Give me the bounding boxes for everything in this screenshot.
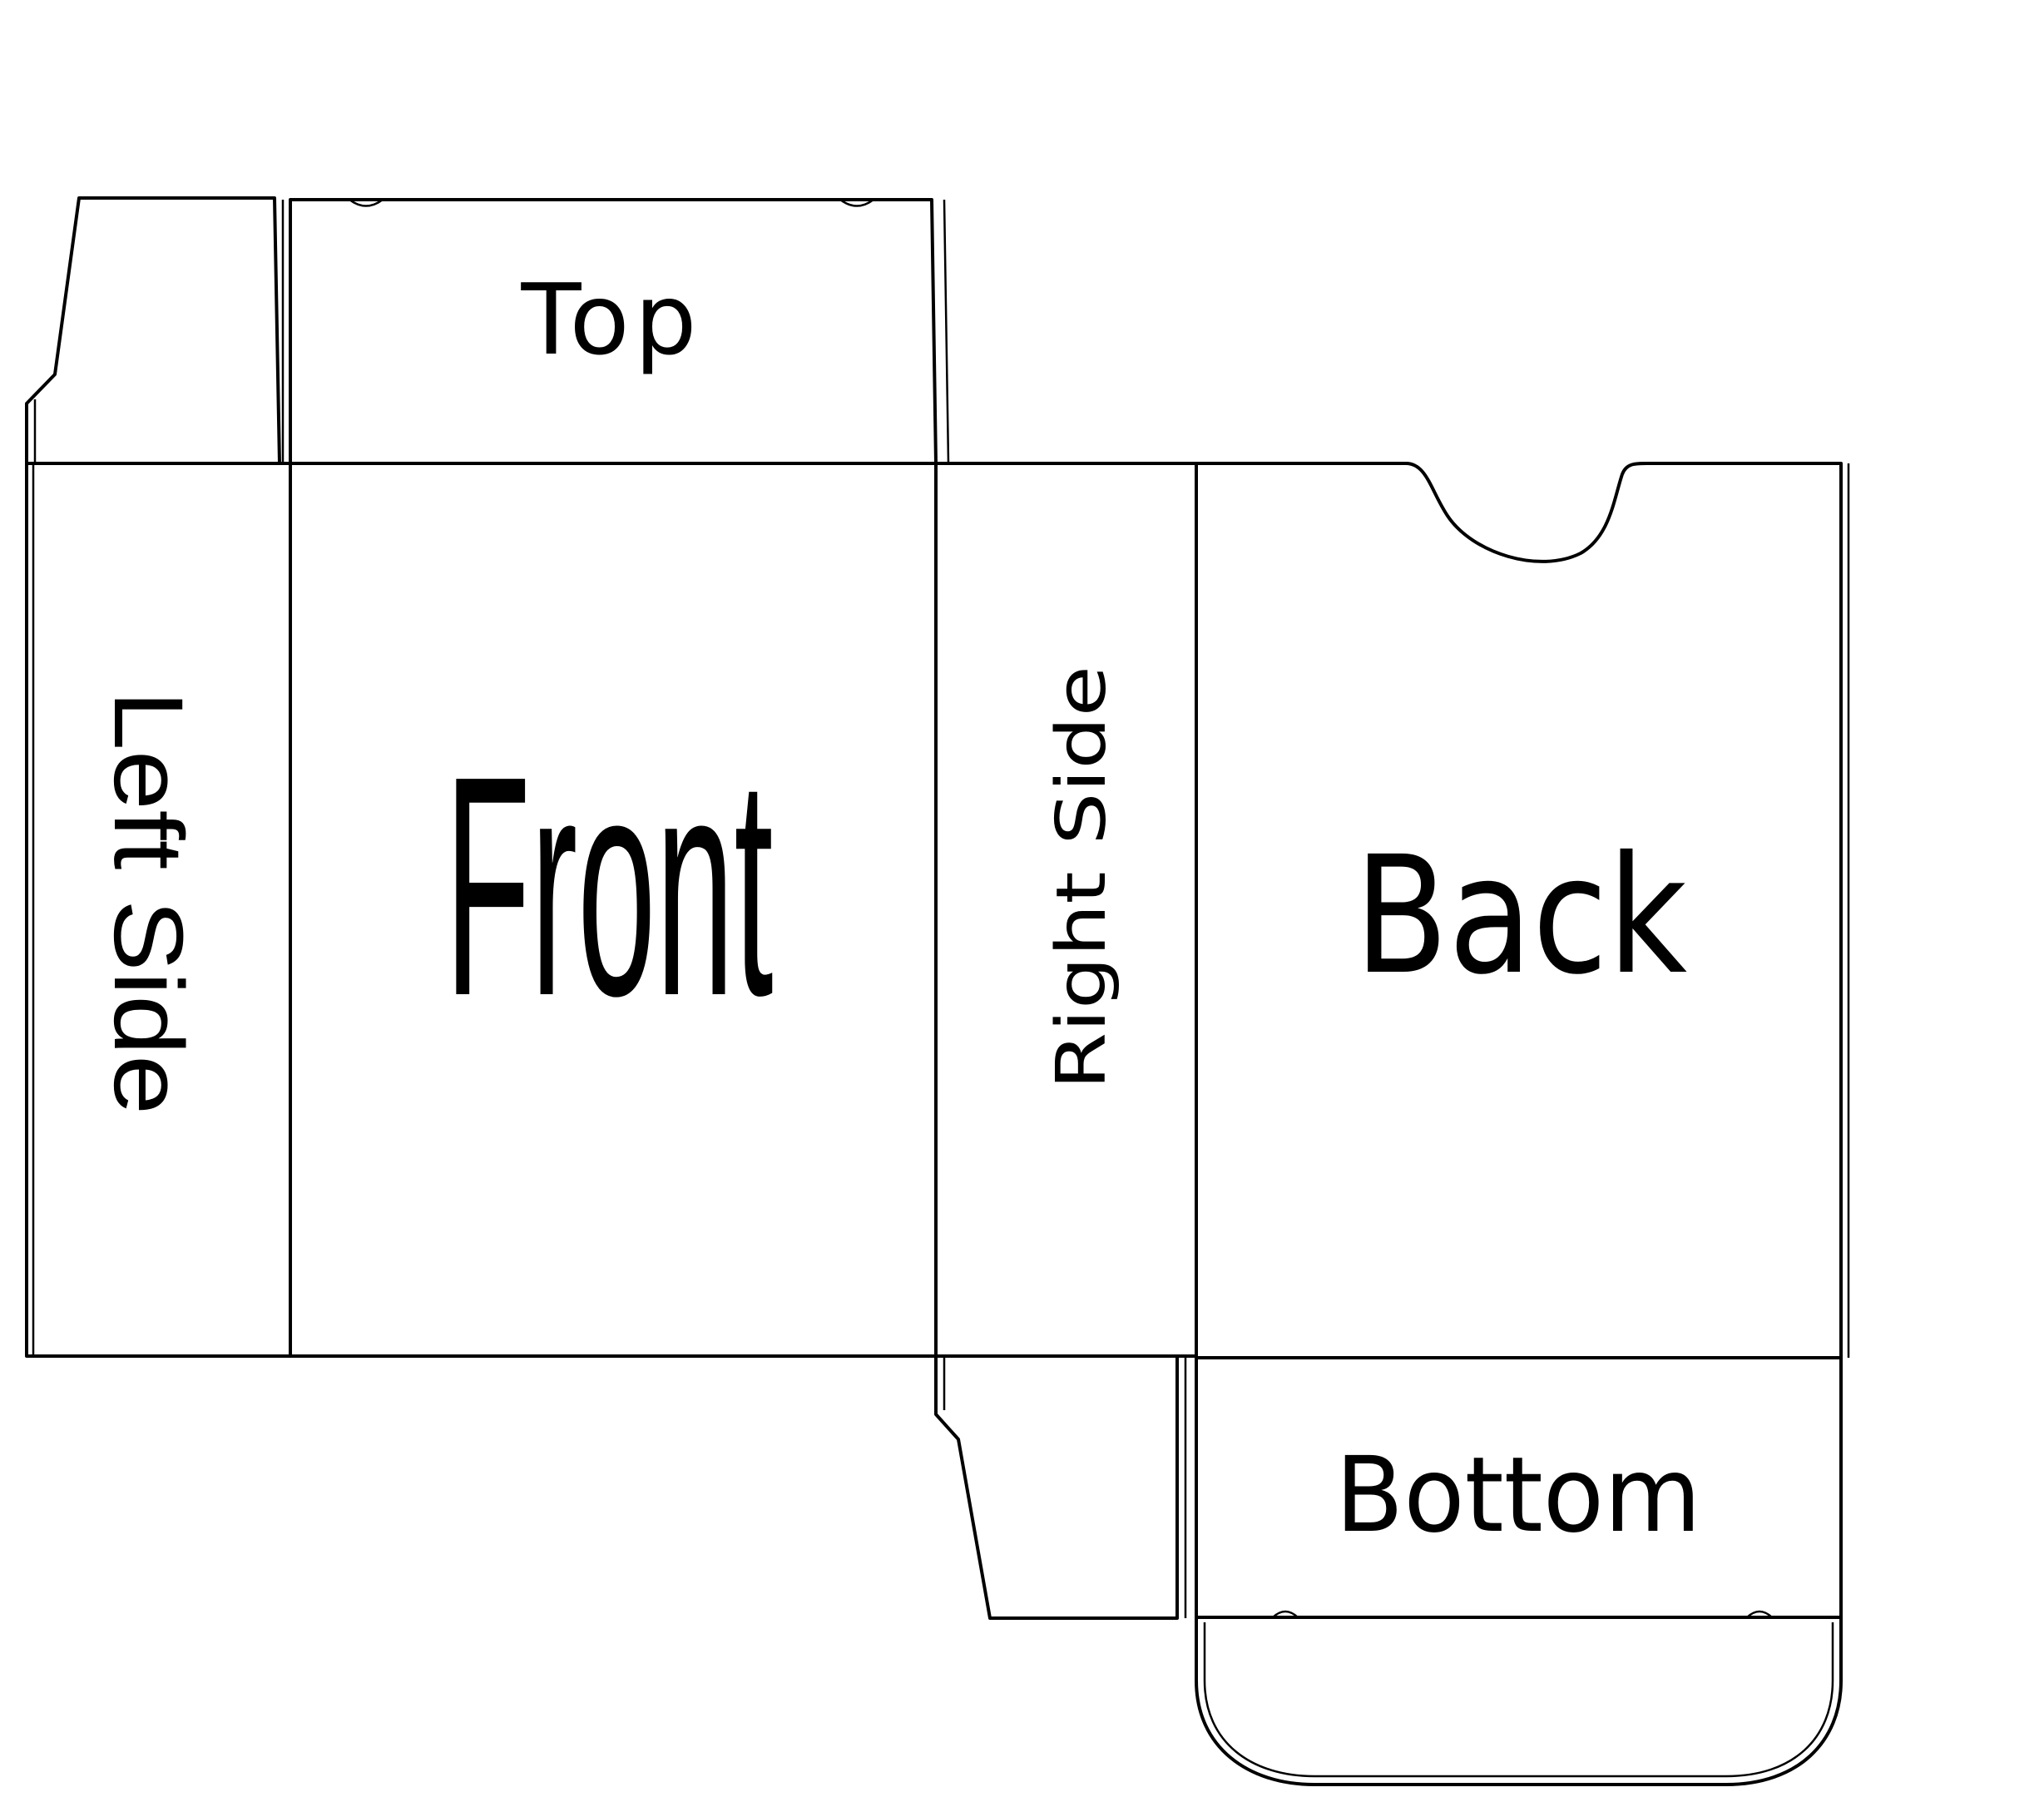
- top-label: Top: [520, 262, 701, 377]
- left-top-flap: [25, 196, 281, 465]
- right-side-label-group: Right Side: [1042, 666, 1121, 1090]
- bottom-panel: [1195, 1356, 1843, 1619]
- back-panel: [1195, 462, 1843, 1359]
- top-panel: [281, 198, 950, 465]
- right-bottom-flap: [934, 1354, 1179, 1620]
- left-top-flap-crease: [273, 197, 281, 464]
- bottom-tuck-tab: [1195, 1616, 1843, 1786]
- right-side-label: Right Side: [1042, 666, 1121, 1090]
- bottom-label: Bottom: [1335, 1435, 1701, 1556]
- left-side-label: Left Side: [93, 691, 203, 1115]
- front-label: Front: [444, 711, 774, 1061]
- back-label: Back: [1354, 821, 1687, 1010]
- left-side-label-group: Left Side: [93, 691, 203, 1115]
